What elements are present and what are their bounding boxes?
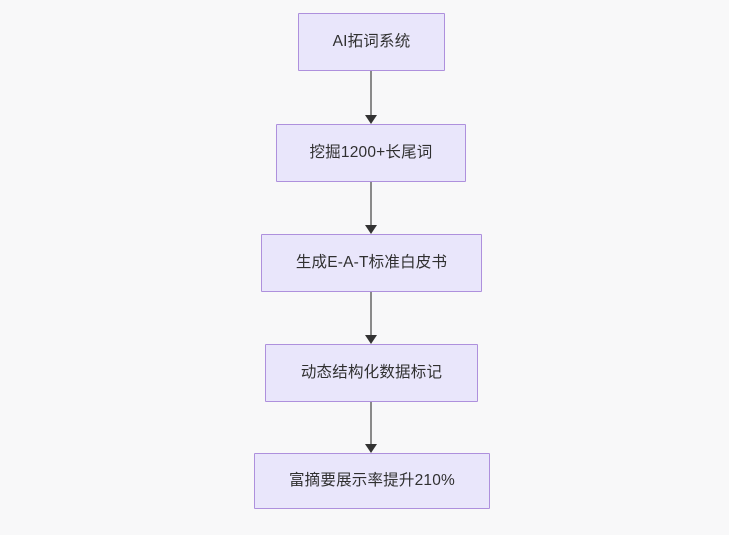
flow-node-label: 动态结构化数据标记 xyxy=(300,364,443,382)
flow-edge-line xyxy=(369,182,373,227)
flow-node-mine-longtail-keywords[interactable]: 挖掘1200+长尾词 xyxy=(276,124,466,182)
flow-node-generate-eat-whitepaper[interactable]: 生成E-A-T标准白皮书 xyxy=(261,234,482,292)
flow-node-label: 富摘要展示率提升210% xyxy=(288,472,456,490)
flow-node-rich-snippet-impression-uplift[interactable]: 富摘要展示率提升210% xyxy=(254,453,490,509)
flow-edge-arrowhead-icon xyxy=(365,444,377,453)
flow-edge-line xyxy=(369,292,373,337)
flow-edge-arrowhead-icon xyxy=(365,225,377,234)
flow-node-ai-keyword-system[interactable]: AI拓词系统 xyxy=(298,13,445,71)
flow-edge-arrowhead-icon xyxy=(365,335,377,344)
flow-edge-arrowhead-icon xyxy=(365,115,377,124)
flow-node-dynamic-structured-data-markup[interactable]: 动态结构化数据标记 xyxy=(265,344,478,402)
flow-node-label: 挖掘1200+长尾词 xyxy=(309,144,433,162)
flow-edge-line xyxy=(369,71,373,117)
flow-edge-line xyxy=(369,402,373,446)
flow-node-label: AI拓词系统 xyxy=(332,33,411,51)
flow-node-label: 生成E-A-T标准白皮书 xyxy=(295,254,448,272)
